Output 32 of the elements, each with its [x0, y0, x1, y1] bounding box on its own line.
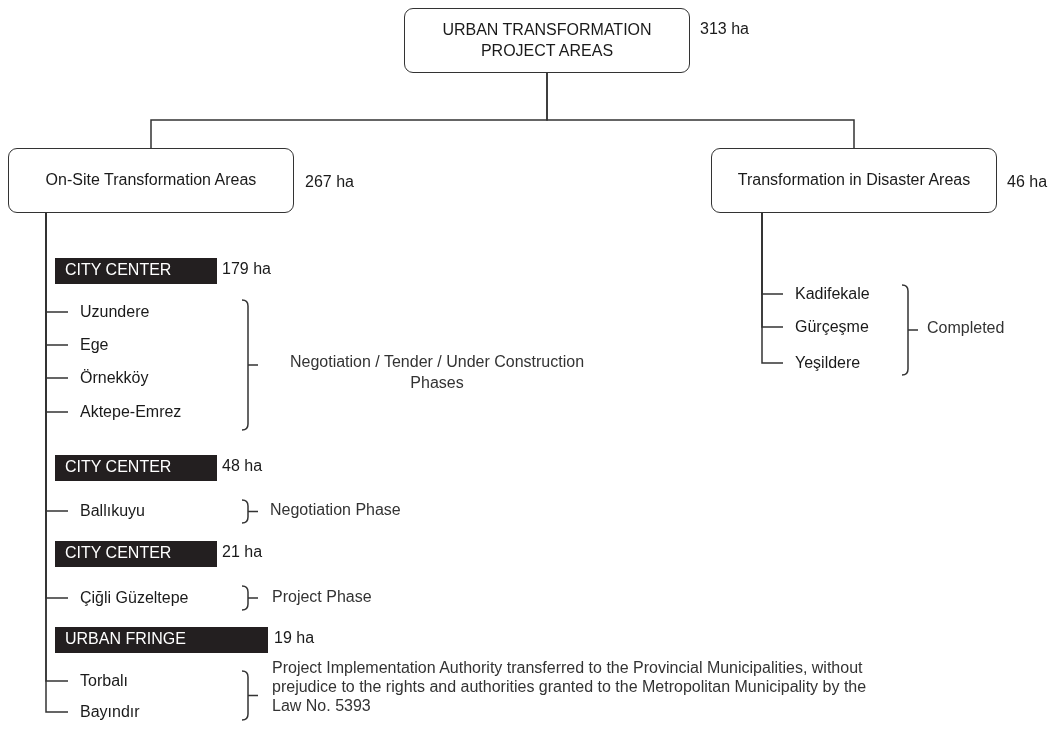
area-size: 313 ha [700, 20, 749, 38]
category-box: On-Site Transformation Areas [8, 148, 294, 213]
area-name: Çiğli Güzeltepe [68, 586, 189, 610]
category-band: URBAN FRINGE [55, 627, 268, 653]
area-name: Uzundere [68, 300, 150, 324]
phase-note: Project Phase [272, 587, 373, 607]
connector-line [761, 212, 784, 364]
area-size: 179 ha [222, 260, 271, 278]
area-size: 267 ha [305, 173, 354, 191]
category-box: Transformation in Disaster Areas [711, 148, 997, 213]
area-name: Ballıkuyu [68, 499, 145, 523]
area-name: Yeşildere [783, 351, 861, 375]
connector-line [546, 72, 855, 149]
area-size: 48 ha [222, 457, 263, 475]
area-size: 19 ha [274, 629, 315, 647]
area-size: 46 ha [1007, 173, 1048, 191]
area-size: 21 ha [222, 543, 263, 561]
category-band: CITY CENTER [55, 258, 217, 284]
category-band: CITY CENTER [55, 455, 217, 481]
area-name: Ege [68, 333, 109, 357]
category-band: CITY CENTER [55, 541, 217, 567]
category-box: URBAN TRANSFORMATION PROJECT AREAS [404, 8, 690, 73]
phase-note: Negotiation Phase [270, 500, 402, 520]
phase-note: Project Implementation Authority transferred to the Provincial Municipalities, without prejudice to the rights and authorities granted to the Metropolitan Municipality by the Law No. 5393 [272, 658, 868, 716]
phase-note: Completed [927, 318, 1006, 338]
area-name: Torbalı [68, 669, 129, 693]
area-name: Örnekköy [68, 366, 149, 390]
phase-note: Negotiation / Tender / Under Construction Phases [288, 352, 586, 393]
area-name: Bayındır [68, 700, 140, 724]
area-name: Gürçeşme [783, 315, 869, 339]
area-name: Kadifekale [783, 282, 870, 306]
area-name: Aktepe-Emrez [68, 400, 182, 424]
